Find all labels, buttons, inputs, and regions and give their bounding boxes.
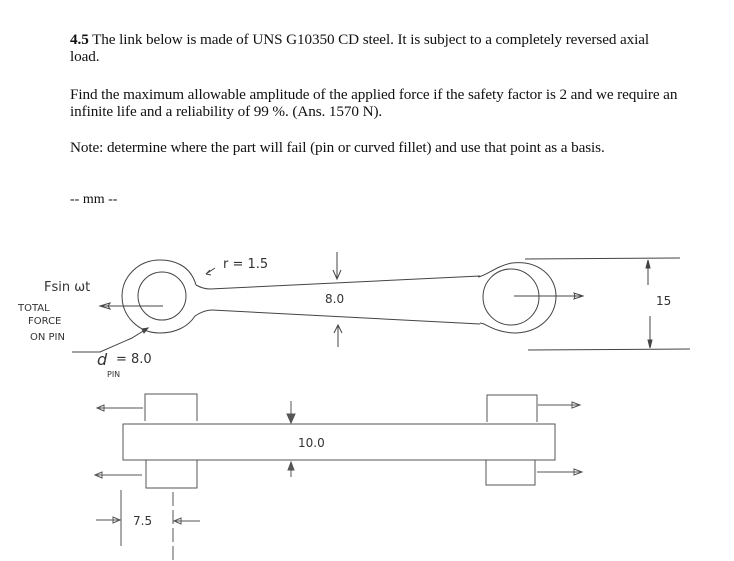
ext-line-bottom	[527, 348, 691, 351]
arrowhead	[332, 269, 342, 281]
left-pin-top	[144, 393, 198, 421]
right-pin-hole	[482, 268, 540, 326]
link-top-edge	[209, 275, 481, 290]
left-pin-bottom	[145, 460, 198, 489]
right-eye-outline	[477, 262, 557, 334]
arrowhead	[333, 323, 343, 334]
units-label: -- mm --	[70, 192, 118, 207]
ext-line-top	[524, 257, 681, 260]
pin-dia-leader	[72, 327, 149, 353]
pin-dia-subscript: PIN	[107, 370, 120, 379]
problem-statement: 4.5 The link below is made of UNS G10350…	[70, 31, 680, 65]
arrowhead	[172, 517, 182, 525]
top-view	[72, 252, 691, 353]
link-side-body	[122, 423, 556, 461]
arrowhead	[647, 339, 653, 349]
link-bottom-edge	[211, 309, 481, 325]
arrowhead	[112, 516, 122, 524]
right-pin-top	[486, 394, 538, 422]
force-note-line1: TOTAL	[17, 303, 50, 314]
force-note-line2: FORCE	[28, 316, 61, 327]
pin-dia-value: = 8.0	[116, 352, 152, 367]
arrowhead	[571, 401, 582, 409]
arrowhead	[95, 404, 105, 412]
arrowhead	[141, 327, 150, 334]
link-width-label: 8.0	[325, 292, 344, 306]
side-view	[93, 393, 584, 561]
force-note-line3: ON PIN	[30, 332, 65, 343]
problem-statement-text: The link below is made of UNS G10350 CD …	[70, 31, 650, 65]
left-fillet-top	[195, 284, 211, 290]
fillet-radius-label: r = 1.5	[223, 257, 268, 272]
pin-width-label: 7.5	[133, 514, 152, 528]
left-pin-hole	[137, 271, 187, 321]
arrowhead	[573, 468, 584, 476]
arrowhead	[645, 259, 651, 269]
right-force-arrowhead	[573, 292, 585, 300]
force-label: Fsin ωt	[44, 280, 90, 295]
arrowhead	[205, 269, 212, 276]
eye-diameter-label: 15	[656, 294, 671, 308]
pin-dia-symbol: d	[97, 350, 108, 369]
problem-number: 4.5	[70, 31, 89, 48]
problem-note: Note: determine where the part will fail…	[70, 139, 605, 156]
left-force-arrowhead	[98, 302, 112, 310]
thickness-label: 10.0	[298, 436, 325, 450]
left-eye-outline	[121, 259, 213, 334]
problem-question: Find the maximum allowable amplitude of …	[70, 86, 678, 120]
arrowhead	[93, 471, 103, 479]
arrowhead	[287, 460, 295, 471]
arrowhead	[286, 413, 296, 425]
annotations: r = 1.5 8.0 15 Fsin ωt TOTAL FORCE ON PI…	[17, 257, 671, 528]
right-pin-bottom	[485, 460, 536, 486]
